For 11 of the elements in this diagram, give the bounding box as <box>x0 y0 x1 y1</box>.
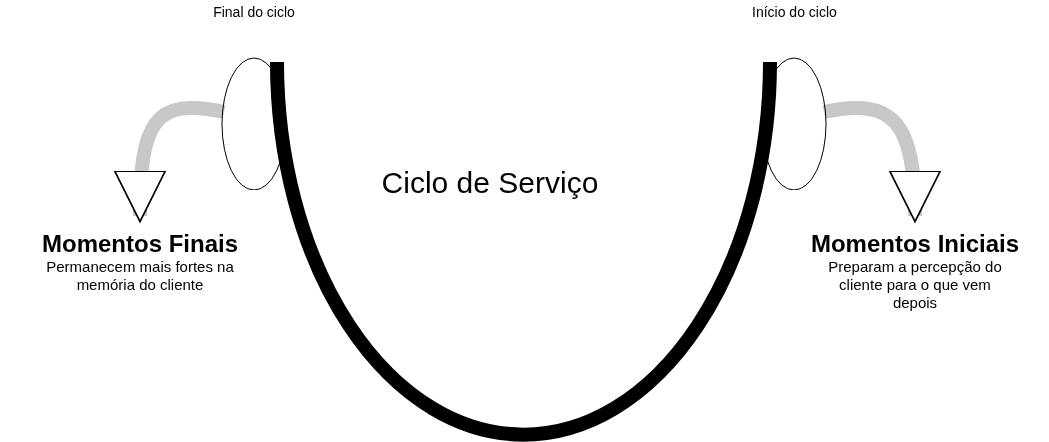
ellipse-marker <box>212 4 296 190</box>
ellipse-label: Início do ciclo <box>752 4 836 20</box>
curved-arrow <box>822 101 941 223</box>
ellipse-marker <box>752 4 836 190</box>
heading-text: Momentos Finais <box>41 230 239 258</box>
curved-arrow <box>114 101 226 223</box>
description-text: Permanecem mais fortes na memória do cliente <box>45 258 235 294</box>
ellipse-label: Final do ciclo <box>212 4 296 20</box>
diagram-title: Ciclo de Serviço <box>380 166 600 200</box>
description-text: Preparam a percepção do cliente para o que vem depois <box>827 258 1003 312</box>
heading-text: Momentos Iniciais <box>809 230 1020 258</box>
